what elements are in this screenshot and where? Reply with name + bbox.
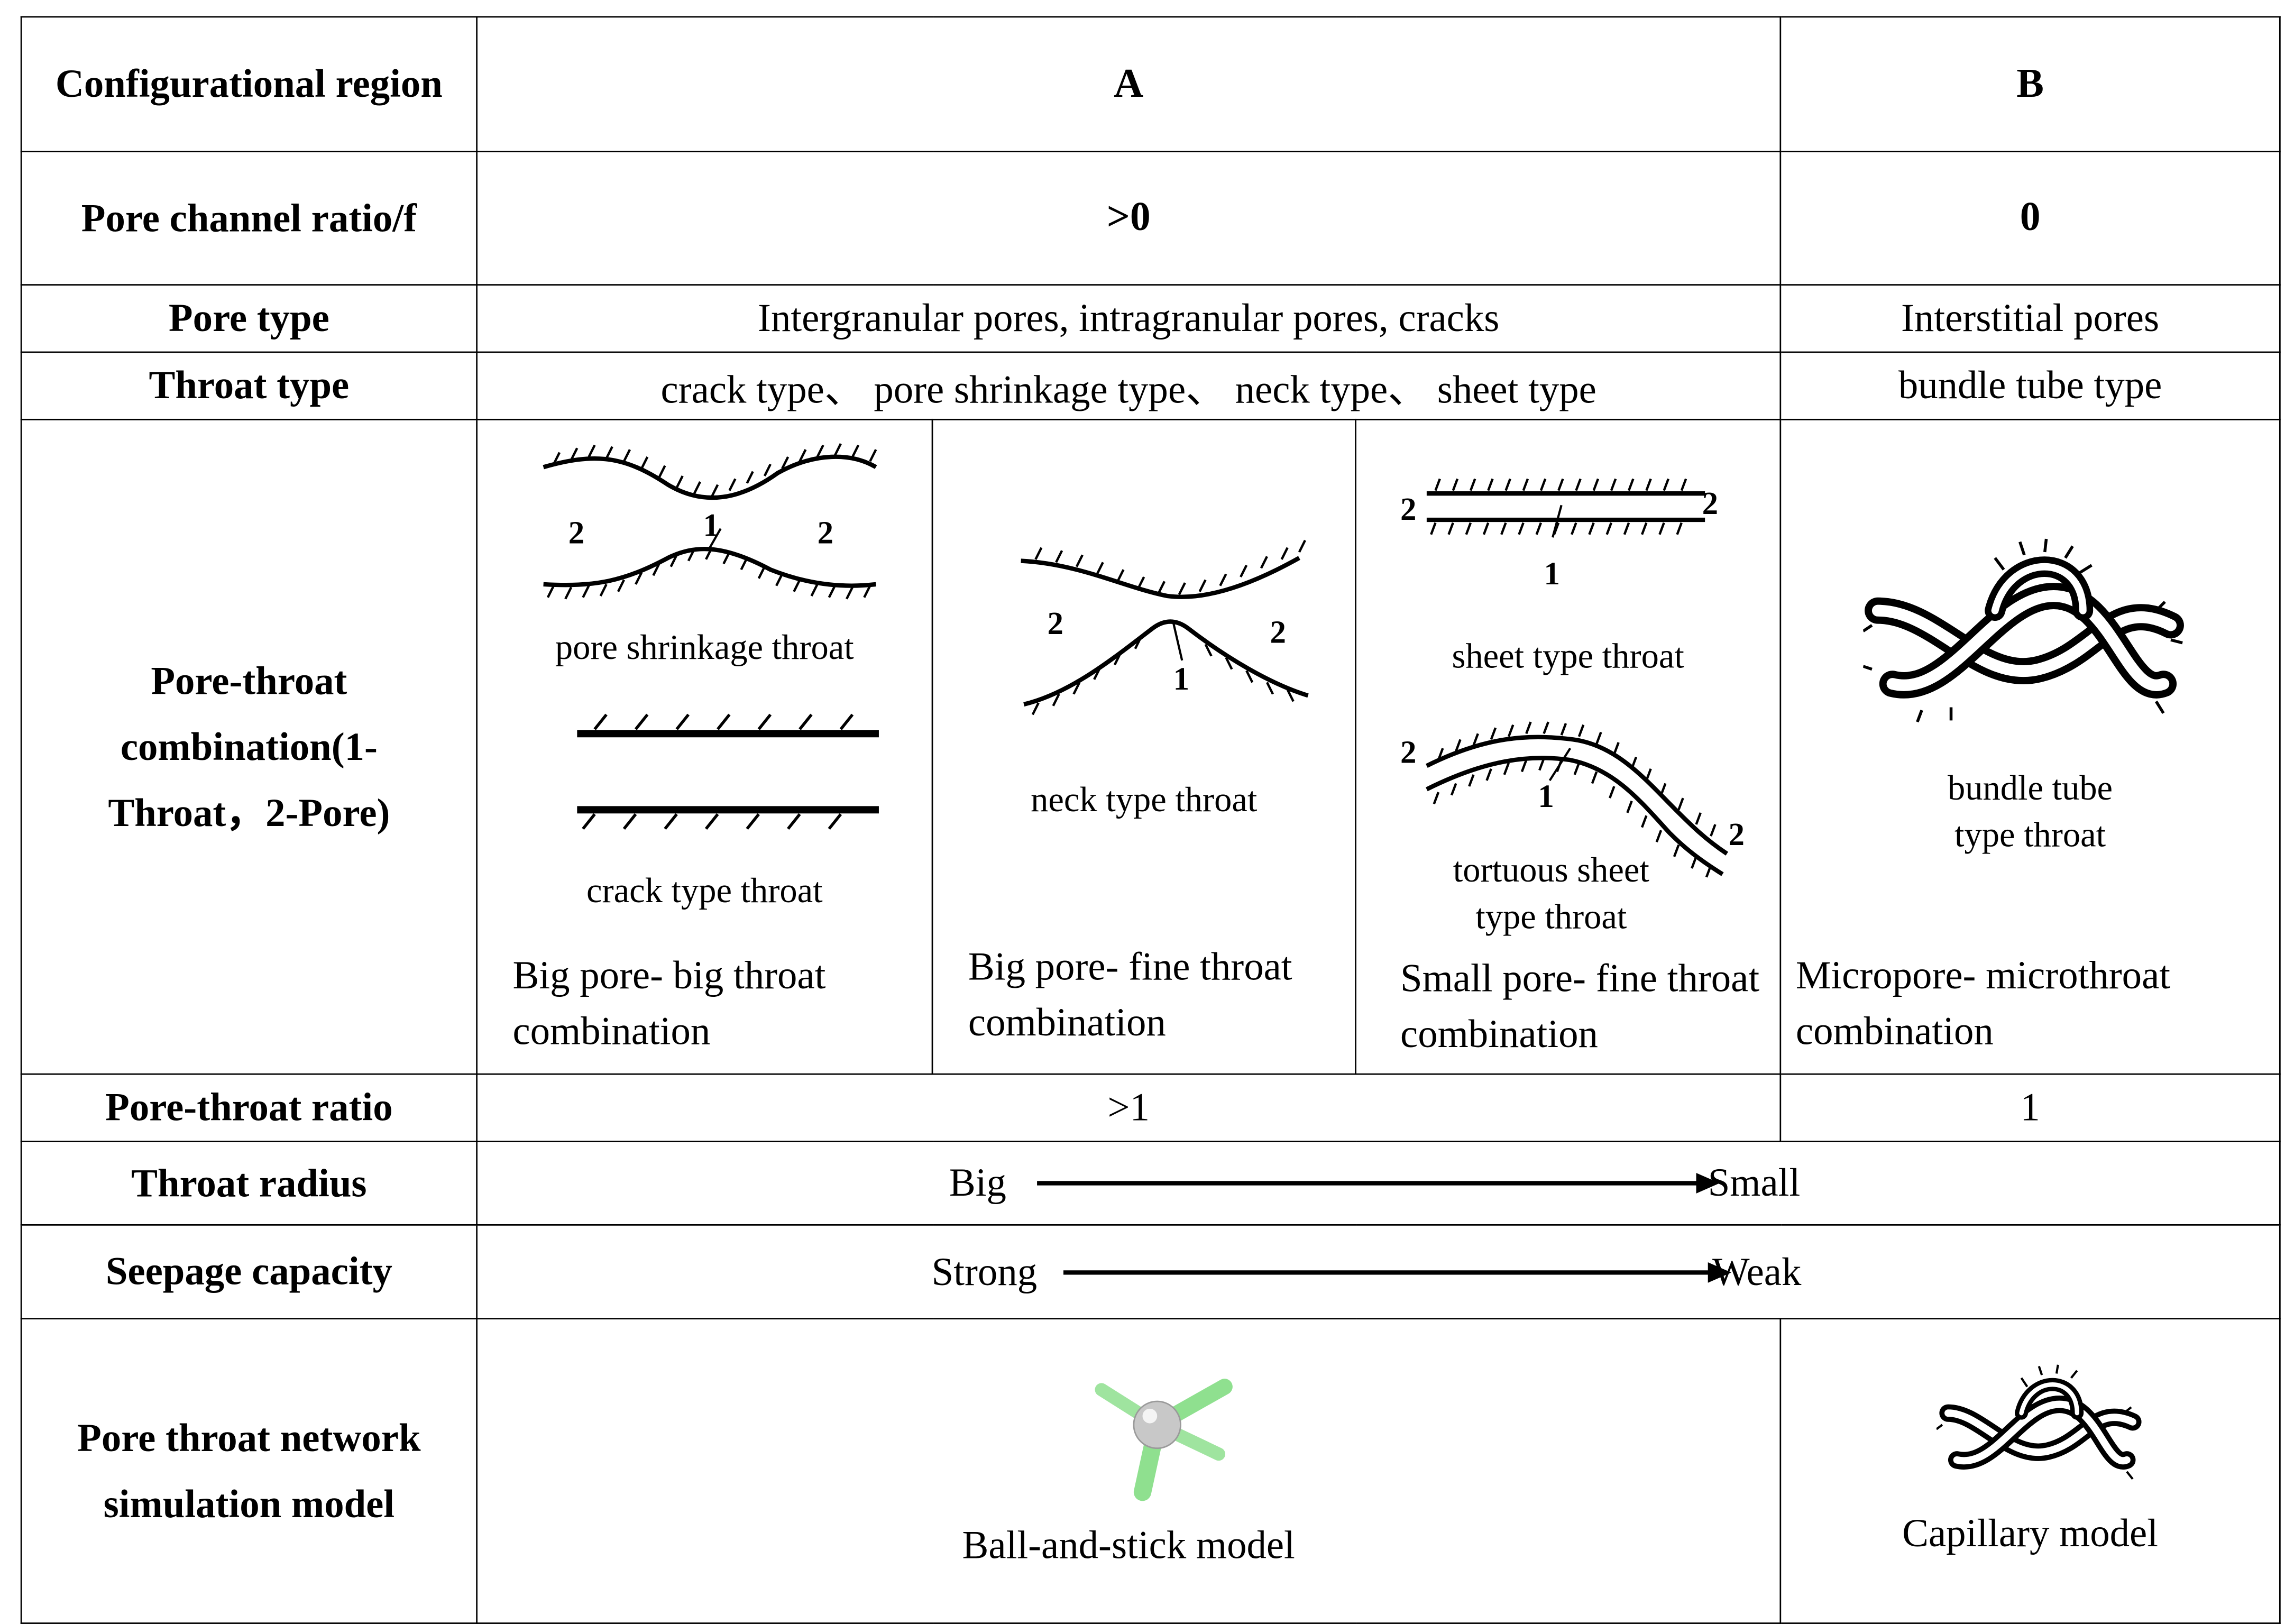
svg-text:2: 2 [1400, 492, 1416, 527]
svg-text:2: 2 [1728, 817, 1744, 852]
svg-text:2: 2 [1400, 735, 1416, 770]
combination-cell-3: 2 2 1 sheet type throat 2 1 2 [1355, 418, 1782, 1075]
label-pore-type: Pore type [20, 284, 478, 353]
label-configurational-region: Configurational region [20, 16, 478, 152]
row-configurational-region: Configurational region A B [20, 16, 2281, 152]
seepage-capacity-to: Weak [1712, 1249, 1802, 1293]
svg-text:1: 1 [1544, 556, 1559, 592]
combo-micropore-microthroat: Micropore- microthroat combination [1795, 953, 2171, 1053]
seepage-capacity-from: Strong [931, 1249, 1038, 1293]
caption-sheet-type-throat: sheet type throat [1452, 638, 1684, 677]
row-pore-type: Pore type Intergranular pores, intragran… [20, 284, 2281, 353]
crack-throat-icon [577, 713, 879, 830]
throat-radius-arrow-icon [1037, 1173, 1720, 1194]
caption-pore-shrinkage-throat: pore shrinkage throat [555, 629, 854, 668]
caption-neck-type-throat: neck type throat [1031, 782, 1258, 820]
pore-shrinkage-throat-icon: 2 1 2 [543, 443, 877, 600]
row-network-model: Pore throat network simulation model Bal… [20, 1318, 2281, 1624]
neck-throat-icon: 2 1 2 [1021, 539, 1309, 715]
pore-type-a: Intergranular pores, intragranular pores… [476, 284, 1782, 353]
throat-type-a: crack type、 pore shrinkage type、 neck ty… [476, 351, 1782, 420]
combination-cell-1: 2 1 2 pore shrinkage throat crack type t… [476, 418, 933, 1075]
throat-radius-to: Small [1708, 1160, 1801, 1205]
sheet-throat-icon: 2 2 1 [1400, 478, 1718, 592]
svg-text:2: 2 [1047, 606, 1063, 641]
region-a: A [476, 16, 1782, 152]
svg-text:2: 2 [1270, 615, 1286, 650]
label-pore-channel-ratio: Pore channel ratio/f [20, 151, 478, 286]
capillary-model-label: Capillary model [1902, 1511, 2159, 1555]
capillary-model-icon [1936, 1364, 2142, 1480]
caption-bundle-tube-type-throat: bundle tube type throat [1948, 770, 2113, 856]
combo-small-pore-fine-throat: Small pore- fine throat combination [1400, 956, 1760, 1056]
svg-text:1: 1 [703, 508, 719, 543]
pore-throat-table: Configurational region A B Pore channel … [20, 16, 2281, 1624]
network-model-b: Capillary model [1779, 1318, 2281, 1624]
bundle-tube-throat-icon [1863, 538, 2184, 723]
combination-cell-2: 2 1 2 neck type throat Big pore- fine th… [931, 418, 1356, 1075]
svg-text:1: 1 [1538, 779, 1554, 814]
seepage-capacity-scale: Strong Weak [476, 1224, 2281, 1319]
label-pore-throat-combination: Pore-throat combination(1-Throat，2-Pore) [20, 418, 478, 1075]
svg-text:1: 1 [1173, 662, 1189, 697]
row-pore-channel-ratio: Pore channel ratio/f >0 0 [20, 151, 2281, 286]
row-seepage-capacity: Seepage capacity Strong Weak [20, 1224, 2281, 1319]
channel-ratio-a: >0 [476, 151, 1782, 286]
network-model-a: Ball-and-stick model [476, 1318, 1782, 1624]
ball-and-stick-model-label: Ball-and-stick model [962, 1522, 1295, 1567]
caption-tortuous-sheet-type-throat: tortuous sheet type throat [1453, 852, 1649, 938]
label-throat-radius: Throat radius [20, 1141, 478, 1226]
pore-throat-ratio-b: 1 [1779, 1073, 2281, 1142]
ball-and-stick-model-icon [1095, 1379, 1233, 1501]
row-pore-throat-combination: Pore-throat combination(1-Throat，2-Pore)… [20, 418, 2281, 1075]
combo-big-pore-fine-throat: Big pore- fine throat combination [968, 944, 1292, 1044]
throat-radius-scale: Big Small [476, 1141, 2281, 1226]
combo-big-pore-big-throat: Big pore- big throat combination [512, 953, 826, 1053]
pore-type-b: Interstitial pores [1779, 284, 2281, 353]
svg-text:2: 2 [568, 515, 584, 550]
row-throat-radius: Throat radius Big Small [20, 1141, 2281, 1226]
row-throat-type: Throat type crack type、 pore shrinkage t… [20, 351, 2281, 420]
throat-type-b: bundle tube type [1779, 351, 2281, 420]
region-b: B [1779, 16, 2281, 152]
label-pore-throat-ratio: Pore-throat ratio [20, 1073, 478, 1142]
channel-ratio-b: 0 [1779, 151, 2281, 286]
row-pore-throat-ratio: Pore-throat ratio >1 1 [20, 1073, 2281, 1142]
svg-text:2: 2 [1702, 486, 1718, 521]
caption-crack-type-throat: crack type throat [586, 873, 823, 911]
seepage-capacity-arrow-icon [1063, 1262, 1732, 1283]
pore-throat-ratio-a: >1 [476, 1073, 1782, 1142]
throat-radius-from: Big [949, 1160, 1006, 1205]
label-network-model: Pore throat network simulation model [20, 1318, 478, 1624]
svg-text:2: 2 [818, 515, 833, 550]
label-seepage-capacity: Seepage capacity [20, 1224, 478, 1319]
combination-cell-4: bundle tube type throat Micropore- micro… [1779, 418, 2281, 1075]
label-throat-type: Throat type [20, 351, 478, 420]
tortuous-sheet-throat-icon: 2 1 2 [1400, 721, 1745, 878]
